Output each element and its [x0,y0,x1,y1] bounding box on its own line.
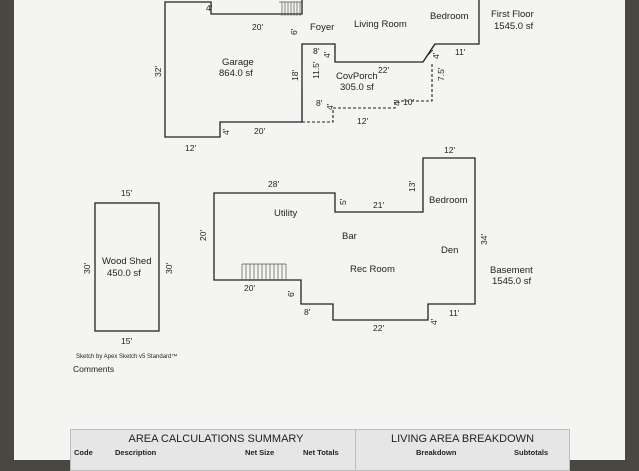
dim-porch-4a: 4' [325,103,335,110]
dim-base-5: 5' [338,198,348,205]
garage-title: Garage [222,57,254,68]
dim-base-20-left: 20' [198,230,208,241]
sketch-credit: Sketch by Apex Sketch v5 Standard™ [76,353,177,360]
dim-first-4b: 4' [431,52,441,59]
dim-porch-11-5: 11.5' [311,61,321,79]
dim-porch-10: 10' [403,97,414,107]
living-area-breakdown: LIVING AREA BREAKDOWN Breakdown Subtotal… [355,429,570,471]
room-foyer: Foyer [310,22,334,33]
col-breakdown: Breakdown [416,448,457,457]
col-subtotals: Subtotals [514,448,549,457]
dim-base-12: 12' [444,145,455,155]
dim-base-21: 21' [373,200,384,210]
dim-shed-left: 30' [82,263,92,274]
dim-base-34: 34' [479,234,489,245]
dim-base-6: 6' [286,290,296,297]
dim-first-4a: 4' [322,51,332,58]
wood-shed-outline [94,202,160,332]
covporch-title: CovPorch [336,71,378,82]
dim-garage-12: 12' [185,143,196,153]
room-bedroom-basement: Bedroom [429,195,468,206]
dim-first-20: 20' [252,22,263,32]
dim-porch-8: 8' [316,98,323,108]
first-floor-area: 1545.0 sf [494,21,533,32]
col-net-totals: Net Totals [303,448,339,457]
col-net-size: Net Size [245,448,275,457]
dim-garage-4: 4' [221,128,231,135]
comments-label: Comments [73,364,114,374]
dim-garage-20: 20' [254,126,265,136]
room-living-room: Living Room [354,19,407,30]
room-rec-room: Rec Room [350,264,395,275]
fireplace-hatch [425,49,434,58]
dim-base-22: 22' [373,323,384,333]
room-utility: Utility [274,208,297,219]
dim-first-6: 6' [289,28,299,35]
dim-porch-7-5: 7.5' [436,67,446,81]
dim-first-8: 8' [313,46,320,56]
area-calculations-summary: AREA CALCULATIONS SUMMARY Code Descripti… [70,429,362,471]
covporch-outline [301,62,433,123]
dim-shed-top: 15' [121,188,132,198]
dim-base-8: 8' [304,307,311,317]
living-breakdown-title: LIVING AREA BREAKDOWN [390,433,535,445]
room-bedroom-first: Bedroom [430,11,469,22]
dim-first-11: 11' [455,47,466,57]
sketch-page: 4' Foyer Living Room Bedroom First Floor… [14,0,625,471]
covporch-area: 305.0 sf [340,82,374,93]
floor-plan-sketch: 4' Foyer Living Room Bedroom First Floor… [73,0,534,374]
garage-area: 864.0 sf [219,68,253,79]
area-summary-title: AREA CALCULATIONS SUMMARY [128,433,304,445]
room-bar: Bar [342,231,357,242]
dim-porch-22: 22' [378,65,389,75]
wood-shed-area: 450.0 sf [107,268,141,279]
dim-base-20: 20' [244,283,255,293]
basement-area: 1545.0 sf [492,276,531,287]
basement-title: Basement [490,265,533,276]
dim-garage-18: 18' [290,70,300,81]
basement-outline [213,157,476,321]
dim-shed-right: 30' [164,263,174,274]
dim-porch-4b: 4' [392,99,402,106]
col-code: Code [74,448,93,457]
dim-base-11: 11' [449,308,460,318]
room-den: Den [441,245,458,256]
dim-first-4top: 4' [206,3,213,13]
dim-porch-12: 12' [357,116,368,126]
dim-garage-32: 32' [153,66,163,77]
corner-fireplace [422,43,436,63]
basement-stairs [241,263,287,280]
dim-shed-bottom: 15' [121,336,132,346]
col-description: Description [115,448,157,457]
wood-shed-title: Wood Shed [102,256,151,267]
dim-base-4: 4' [429,318,439,325]
dim-base-13: 13' [407,181,417,192]
first-floor-stairs [279,1,302,16]
first-floor-title: First Floor [491,9,534,20]
dim-base-28: 28' [268,179,279,189]
